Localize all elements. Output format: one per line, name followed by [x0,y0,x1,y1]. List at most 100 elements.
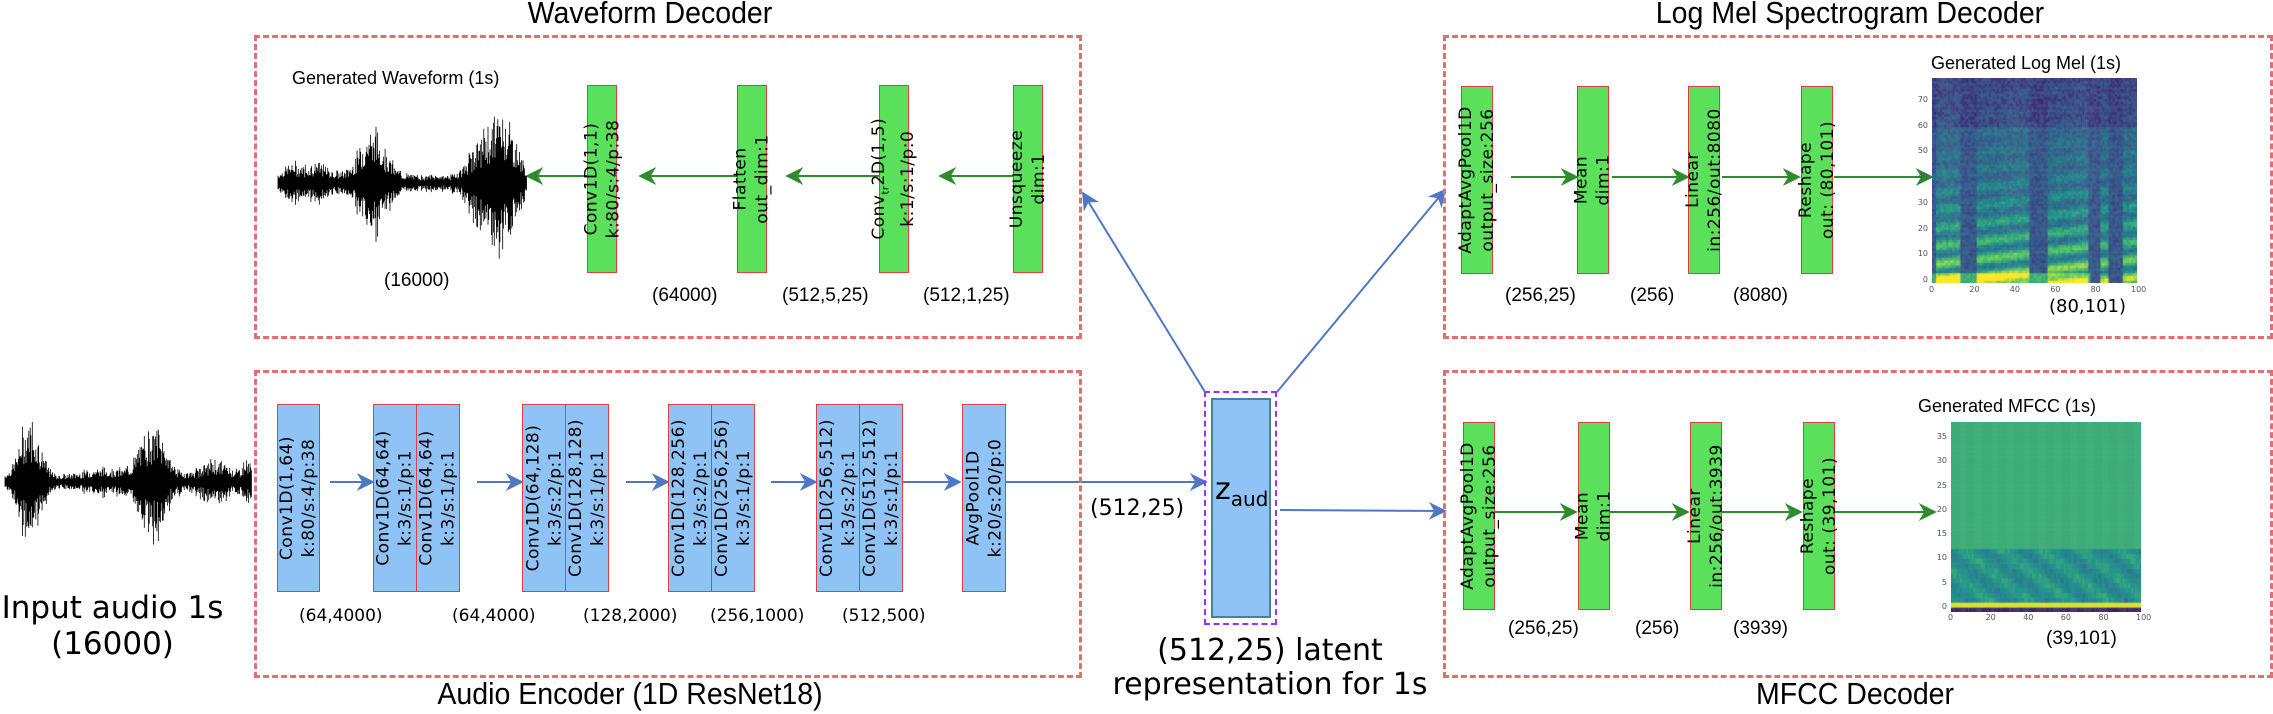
mfcc-plot-title: Generated MFCC (1s) [1917,396,2097,416]
enc-block-2[interactable]: Conv1D(64,64)k:3/s:1/p:1 [416,404,460,592]
logmel-y-tick-0: 0 [1922,275,1928,284]
logmel-y-tick-30: 30 [1917,197,1928,207]
mfcc-y-tick-10: 10 [1936,553,1947,563]
mfcc-x-tick-0: 0 [1948,613,1954,622]
block-label-line1: Linear [1685,488,1706,544]
block-label-line1: Mean [1573,491,1593,541]
enc-block-0[interactable]: Conv1D(1,64)k:80/s:4/p:38 [277,404,320,592]
latent-outer-border [1204,391,1277,625]
enc-dim-3: (256,1000) [710,606,805,626]
block-label-line2: k:3/s:2/p:1 [545,449,566,547]
arrow-latent-to-logmel-decoder [1276,188,1447,393]
logmel-y-tick-40: 40 [1917,172,1928,182]
mfcc-output-dim: (39,101) [2046,628,2117,649]
waveform-output-dim: (16000) [384,270,450,291]
mfcc-y-tick-25: 25 [1936,480,1947,490]
block-label-line2: k:1/s:1/p:0 [898,130,919,228]
block-label-line2: k:3/s:1/p:1 [396,449,417,547]
block-label-line1: Flatten [731,147,751,211]
wd-dim-0: (64000) [652,285,718,306]
block-label-line2: output_size:256 [1478,108,1498,252]
mfcc-decoder-section [1443,370,2273,678]
input-audio-label: Input audio 1s (16000) [0,590,225,662]
enc-block-5[interactable]: Conv1D(128,256)k:3/s:2/p:1 [668,404,712,592]
block-label-line1: Linear [1683,152,1704,208]
logmel-y-tick-10: 10 [1917,249,1928,259]
logmel-decoder-title: Log Mel Spectrogram Decoder [1655,0,2045,30]
lm-dim-0: (256,25) [1505,285,1576,306]
latent-caption-line2: representation for 1s [1112,667,1428,702]
mfcc-y-tick-15: 15 [1936,529,1947,539]
mfcc-y-tick-30: 30 [1936,456,1947,466]
block-label-line2: out: (39,101) [1820,456,1841,576]
block-label-line2: k:3/s:1/p:1 [882,449,903,547]
block-label-line1: Conv1D(128,256) [669,418,690,578]
enc-output-dim: (512,25) [1090,496,1185,521]
block-label-line1: Conv1D(64,64) [374,430,395,566]
logmel-heatmap [1932,78,2137,283]
mfcc-x-tick-60: 60 [2060,613,2071,622]
enc-block-8[interactable]: Conv1D(512,512)k:3/s:1/p:1 [859,404,903,592]
enc-block-6[interactable]: Conv1D(256,256)k:3/s:1/p:1 [711,404,755,592]
block-label-line2: k:3/s:2/p:1 [839,449,860,547]
wd-block-convtr2d[interactable]: Convtr2D(1,5) k:1/s:1/p:0 [869,85,919,273]
mf-dim-1: (256) [1635,618,1680,639]
block-label-line2: k:80/s:4/p:38 [299,438,320,558]
logmel-decoder-section [1443,35,2273,339]
block-label-line2: k:80/s:4/p:38 [603,119,623,239]
latent-symbol: zaud [1215,472,1269,511]
lm-dim-1: (256) [1630,285,1675,306]
logmel-x-tick-100: 100 [2131,285,2147,294]
waveform-decoder-title: Waveform Decoder [527,0,773,30]
block-label-line2: k:3/s:2/p:1 [691,449,712,547]
logmel-x-tick-80: 80 [2090,285,2101,294]
enc-block-7[interactable]: Conv1D(256,512)k:3/s:2/p:1 [816,404,860,592]
logmel-x-tick-40: 40 [2009,285,2020,294]
enc-dim-2: (128,2000) [583,606,678,626]
audio-encoder-title: Audio Encoder (1D ResNet18) [437,676,823,711]
logmel-x-tick-60: 60 [2050,285,2061,294]
logmel-y-tick-70: 70 [1917,95,1928,104]
wd-block-conv1d[interactable]: Conv1D(1,1)k:80/s:4/p:38 [581,85,623,273]
block-label-line2: in:256/out:8080 [1705,108,1726,252]
block-label-line2: k:20/s:20/p:0 [985,438,1005,558]
mfcc-y-tick-20: 20 [1936,504,1947,514]
enc-block-1[interactable]: Conv1D(64,64)k:3/s:1/p:1 [373,404,417,592]
mf-dim-2: (3939) [1733,618,1788,639]
block-label-line1: Conv1D(64,128) [523,424,544,572]
input-label-line1: Input audio 1s [1,590,224,626]
enc-block-3[interactable]: Conv1D(64,128)k:3/s:2/p:1 [522,404,566,592]
generated-waveform [277,116,527,259]
block-label-line2: dim:1 [1594,154,1614,206]
block-label-line2: out_dim:1 [753,134,773,224]
waveform-trace [277,116,527,259]
enc-block-4[interactable]: Conv1D(128,128)k:3/s:1/p:1 [565,404,609,592]
latent-block[interactable]: zaud [1211,398,1271,618]
wd-dim-2: (512,1,25) [923,285,1010,306]
arrow-latent-to-waveform-decoder [1082,191,1206,393]
enc-dim-1: (64,4000) [452,606,536,626]
block-label-line1: Conv1D(1,1) [581,122,601,236]
logmel-y-tick-50: 50 [1917,146,1928,156]
block-label-line2: dim:1 [1029,153,1050,205]
block-label-line1: Conv1D(256,256) [712,418,733,578]
block-label-line1: AdaptAvgPool1D [1458,442,1478,590]
mfcc-x-tick-80: 80 [2098,613,2109,622]
block-label-line1: Convtr2D(1,5) [869,118,892,240]
block-label-line2: k:3/s:1/p:1 [439,449,460,547]
block-label-line1: Conv1D(128,128) [566,418,587,578]
logmel-y-tick-60: 60 [1917,120,1928,130]
logmel-x-tick-0: 0 [1929,285,1935,294]
logmel-output-dim: (80,101) [2049,296,2127,317]
